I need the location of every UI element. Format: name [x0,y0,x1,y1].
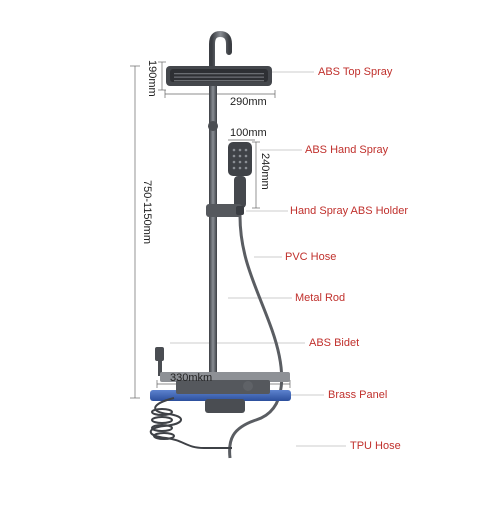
dim-panel-width: 330mkm [170,372,213,384]
bidet-head [155,347,164,361]
top-spray-nozzles [174,73,264,82]
panel-valve [205,399,245,413]
dim-hand-spray-width: 100mm [230,127,267,139]
dim-top-spray-width: 290mm [230,96,267,108]
label-pvc-hose: PVC Hose [285,251,337,263]
hand-spray-holder [206,204,242,217]
hand-spray-nozzles [232,148,248,170]
gooseneck-pipe [209,30,232,69]
label-brass-panel: Brass Panel [328,389,388,401]
tpu-hose [149,397,232,449]
panel-knob [243,381,253,391]
dim-total-height: 750-1150mm [141,180,153,244]
dim-top-spray-height: 190mm [146,60,158,97]
label-metal-rod: Metal Rod [295,292,346,304]
hand-spray-head [228,142,252,176]
hand-spray-grip [234,176,246,208]
label-tpu-hose: TPU Hose [350,440,401,452]
panel-top [160,372,290,382]
label-bidet: ABS Bidet [309,337,360,349]
metal-rod [209,86,217,390]
pvc-hose [228,215,284,459]
label-top-spray: ABS Top Spray [318,66,393,78]
dim-hand-spray-height: 240mm [259,153,271,190]
label-hand-spray: ABS Hand Spray [305,144,389,156]
rod-knob [208,121,218,131]
label-holder: Hand Spray ABS Holder [290,205,409,217]
